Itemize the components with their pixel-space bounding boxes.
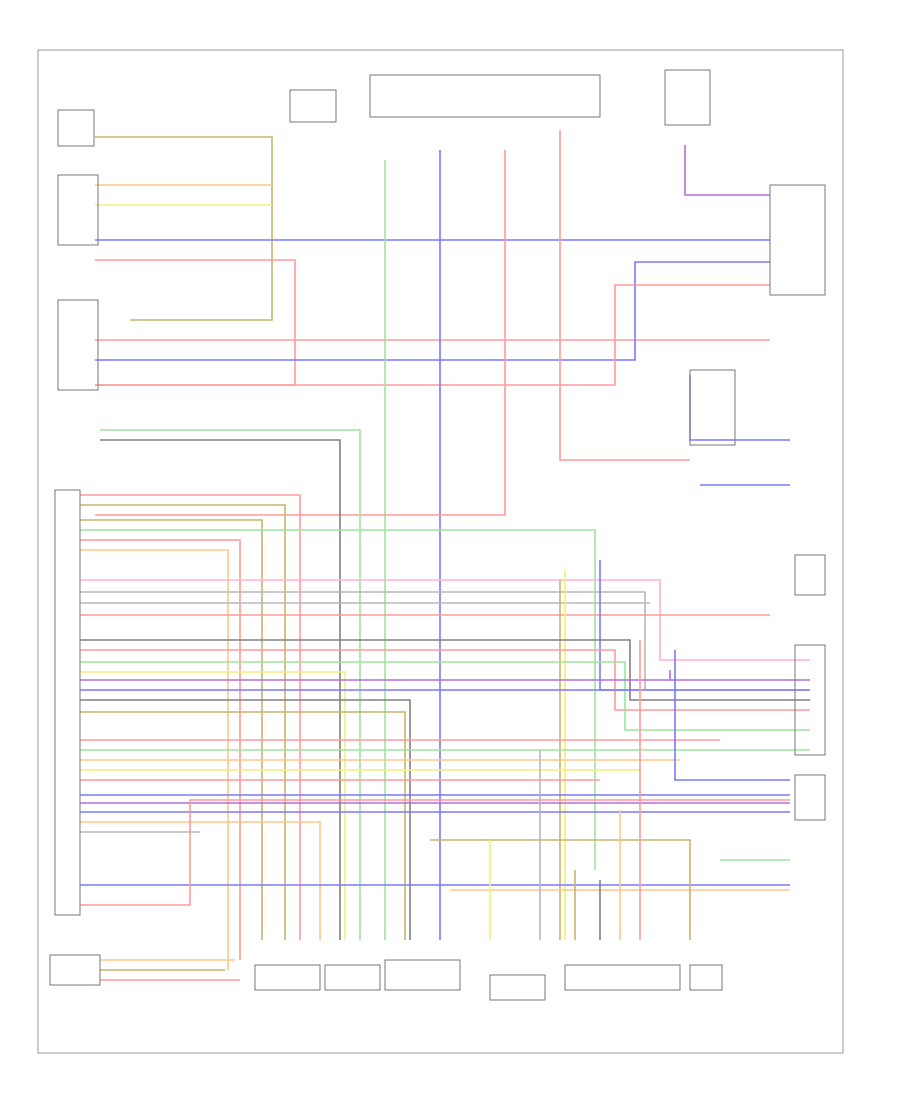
right-connector-block-upper — [769, 184, 826, 296]
wire-red-11 — [559, 130, 690, 461]
wire-purple-12 — [684, 145, 770, 196]
wire-green-32 — [80, 661, 810, 731]
wire-green-15 — [100, 429, 361, 940]
right-connector-small — [794, 554, 826, 596]
right-switch-middle — [689, 369, 736, 446]
wire-olive-0 — [95, 136, 273, 321]
wire-blue-53 — [674, 650, 790, 781]
wire-group — [80, 130, 810, 981]
passenger-seat-switch — [57, 299, 99, 391]
wire-yellow-33 — [80, 671, 346, 940]
wire-red-4 — [95, 259, 296, 386]
wire-red-21 — [80, 539, 241, 960]
bottom-component-1 — [254, 964, 321, 991]
wire-red-17 — [80, 494, 301, 940]
right-connector-bottom — [794, 774, 826, 821]
wire-darkgray-16 — [100, 439, 341, 940]
power-outlet-connector-top-left — [57, 109, 95, 147]
wire-red-7 — [95, 284, 770, 386]
bottom-component-3 — [384, 959, 461, 991]
left-switch-upper — [57, 174, 99, 246]
bottom-component-2 — [324, 964, 381, 991]
wire-blue-13 — [689, 375, 790, 441]
component-group — [49, 69, 826, 1001]
bottom-component-6 — [689, 964, 723, 991]
wire-orange-46 — [80, 821, 321, 940]
lower-left-connector — [49, 954, 101, 986]
wire-blue-6 — [95, 261, 770, 361]
wire-olive-57 — [430, 839, 691, 940]
fuse-relay-panel — [369, 74, 601, 118]
wire-green-20 — [80, 529, 596, 870]
fuse-box-module — [289, 89, 337, 123]
wire-gray-24 — [80, 591, 810, 691]
wire-orange-22 — [80, 549, 229, 970]
bottom-component-5 — [564, 964, 681, 991]
wire-olive-19 — [80, 519, 263, 940]
wire-olive-18 — [80, 504, 286, 940]
diagram-border — [37, 49, 844, 1054]
wire-darkgray-30 — [80, 639, 810, 701]
main-control-module — [54, 489, 81, 916]
fuse-top-right — [664, 69, 711, 126]
bottom-component-4 — [489, 974, 546, 1001]
wire-red-10 — [95, 150, 506, 516]
wire-darkgray-36 — [80, 699, 411, 940]
right-connector-block-lower — [794, 644, 826, 756]
wire-red-49 — [80, 799, 790, 906]
wire-pink-23 — [80, 579, 810, 661]
wire-olive-37 — [80, 711, 406, 940]
